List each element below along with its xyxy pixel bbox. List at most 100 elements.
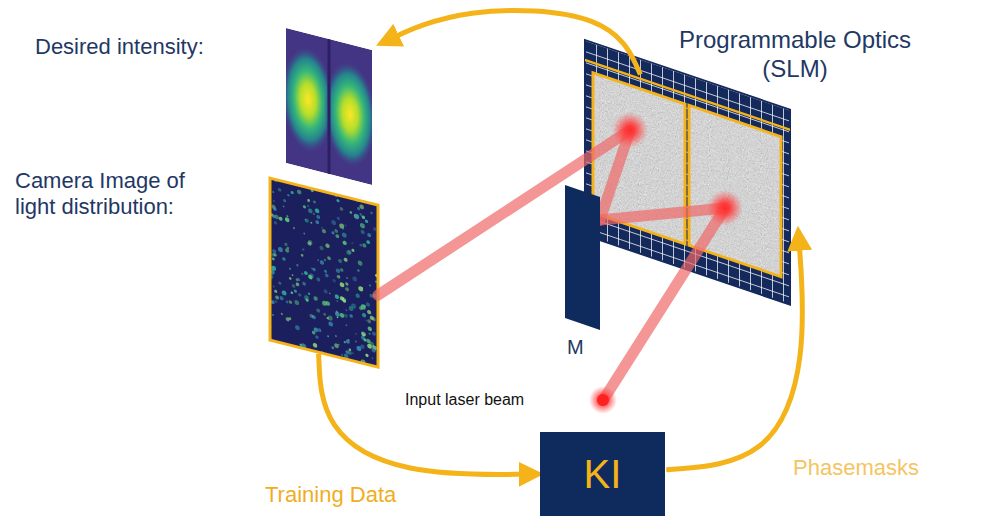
speckle-dot [339, 223, 344, 229]
desired-intensity: Desired intensity: [286, 28, 372, 185]
speckle-dot [320, 260, 324, 265]
speckle-dot [325, 273, 329, 278]
speckle-dot [302, 281, 306, 286]
speckle-dot [291, 291, 293, 294]
speckle-dot [351, 248, 354, 252]
speckle-dot [314, 327, 318, 333]
speckle-dot [360, 344, 364, 349]
speckle-dot [370, 315, 374, 320]
flow-arrow [319, 354, 539, 475]
speckle-dot [312, 267, 315, 271]
speckle-dot [275, 295, 279, 300]
speckle-dot [301, 272, 303, 275]
speckle-dot [322, 229, 326, 234]
speckle-dot [315, 335, 318, 339]
speckle-dot [308, 239, 313, 245]
speckle-dot [342, 297, 344, 300]
speckle-dot [302, 248, 304, 251]
speckle-dot [307, 199, 310, 203]
speckle-dot [366, 240, 370, 245]
speckle-dot [313, 213, 315, 215]
speckle-dot [345, 350, 349, 354]
speckle-dot [289, 277, 291, 280]
node-label: M [567, 335, 597, 359]
speckle-dot [315, 208, 320, 214]
speckle-dot [336, 300, 338, 302]
speckle-dot [355, 340, 357, 342]
speckle-dot [272, 214, 275, 218]
speckle-dot [352, 276, 357, 282]
speckle-dot [372, 357, 374, 359]
speckle-dot [335, 294, 340, 300]
speckle-dot [340, 207, 344, 212]
speckle-dot [358, 286, 363, 292]
speckle-dot [303, 232, 305, 234]
node-label: Desired intensity: [35, 34, 275, 60]
speckle-dot [286, 300, 289, 303]
speckle-dot [356, 293, 360, 298]
speckle-dot [303, 205, 306, 209]
speckle-dot [346, 277, 348, 279]
speckle-dot [360, 223, 365, 229]
speckle-dot [274, 289, 277, 293]
speckle-dot [331, 231, 334, 235]
speckle-dot [329, 292, 331, 294]
speckle-dot [358, 260, 363, 266]
speckle-dot [359, 204, 364, 210]
speckle-dot [282, 257, 285, 261]
speckle-dot [292, 284, 296, 289]
speckle-dot [311, 267, 313, 270]
speckle-dot [366, 338, 370, 343]
speckle-dot [295, 325, 300, 331]
speckle-dot [308, 292, 310, 295]
speckle-dot [305, 218, 309, 223]
speckle-dot [346, 339, 350, 344]
speckle-dot [275, 300, 278, 304]
speckle-dot [336, 310, 338, 313]
speckle-dot [317, 259, 319, 261]
speckle-dot [369, 332, 371, 335]
laser-input: Input laser beam [400, 388, 615, 413]
speckle-dot [344, 341, 346, 344]
speckle-dot [349, 348, 351, 351]
speckle-dot [337, 216, 340, 220]
speckle-dot [345, 224, 347, 227]
speckle-dot [306, 298, 309, 302]
edge-label: Phasemasks [790, 455, 922, 481]
speckle-dot [354, 214, 359, 220]
speckle-dot [336, 199, 339, 203]
speckle-dot [344, 257, 348, 262]
speckle-dot [287, 194, 290, 197]
speckle-dot [372, 331, 376, 336]
speckle-dot [362, 332, 364, 335]
node-label: Programmable Optics (SLM) [645, 26, 945, 84]
speckle-dot [355, 333, 357, 335]
speckle-dot [361, 229, 365, 234]
speckle-dot [308, 274, 312, 280]
speckle-dot [333, 279, 336, 283]
speckle-dot [321, 227, 323, 229]
speckle-dot [362, 312, 366, 317]
speckle-dot [281, 313, 283, 316]
speckle-dot [367, 233, 371, 238]
speckle-dot [359, 306, 363, 311]
speckle-dot [346, 250, 351, 256]
speckle-dot [272, 191, 274, 193]
speckle-dot [371, 348, 375, 353]
speckle-dot [283, 199, 286, 203]
speckle-dot [324, 289, 328, 294]
speckle-dot [274, 253, 277, 257]
speckle-dot [271, 265, 276, 271]
speckle-dot [324, 259, 326, 262]
speckle-dot [331, 346, 334, 349]
speckle-dot [373, 227, 376, 231]
speckle-dot [279, 216, 283, 221]
speckle-dot [368, 326, 372, 331]
speckle-dot [307, 205, 309, 208]
speckle-dot [327, 317, 329, 320]
speckle-dot [326, 301, 331, 307]
edge-label: Training Data [262, 482, 399, 508]
node-label: Camera Image of light distribution: [15, 168, 215, 221]
